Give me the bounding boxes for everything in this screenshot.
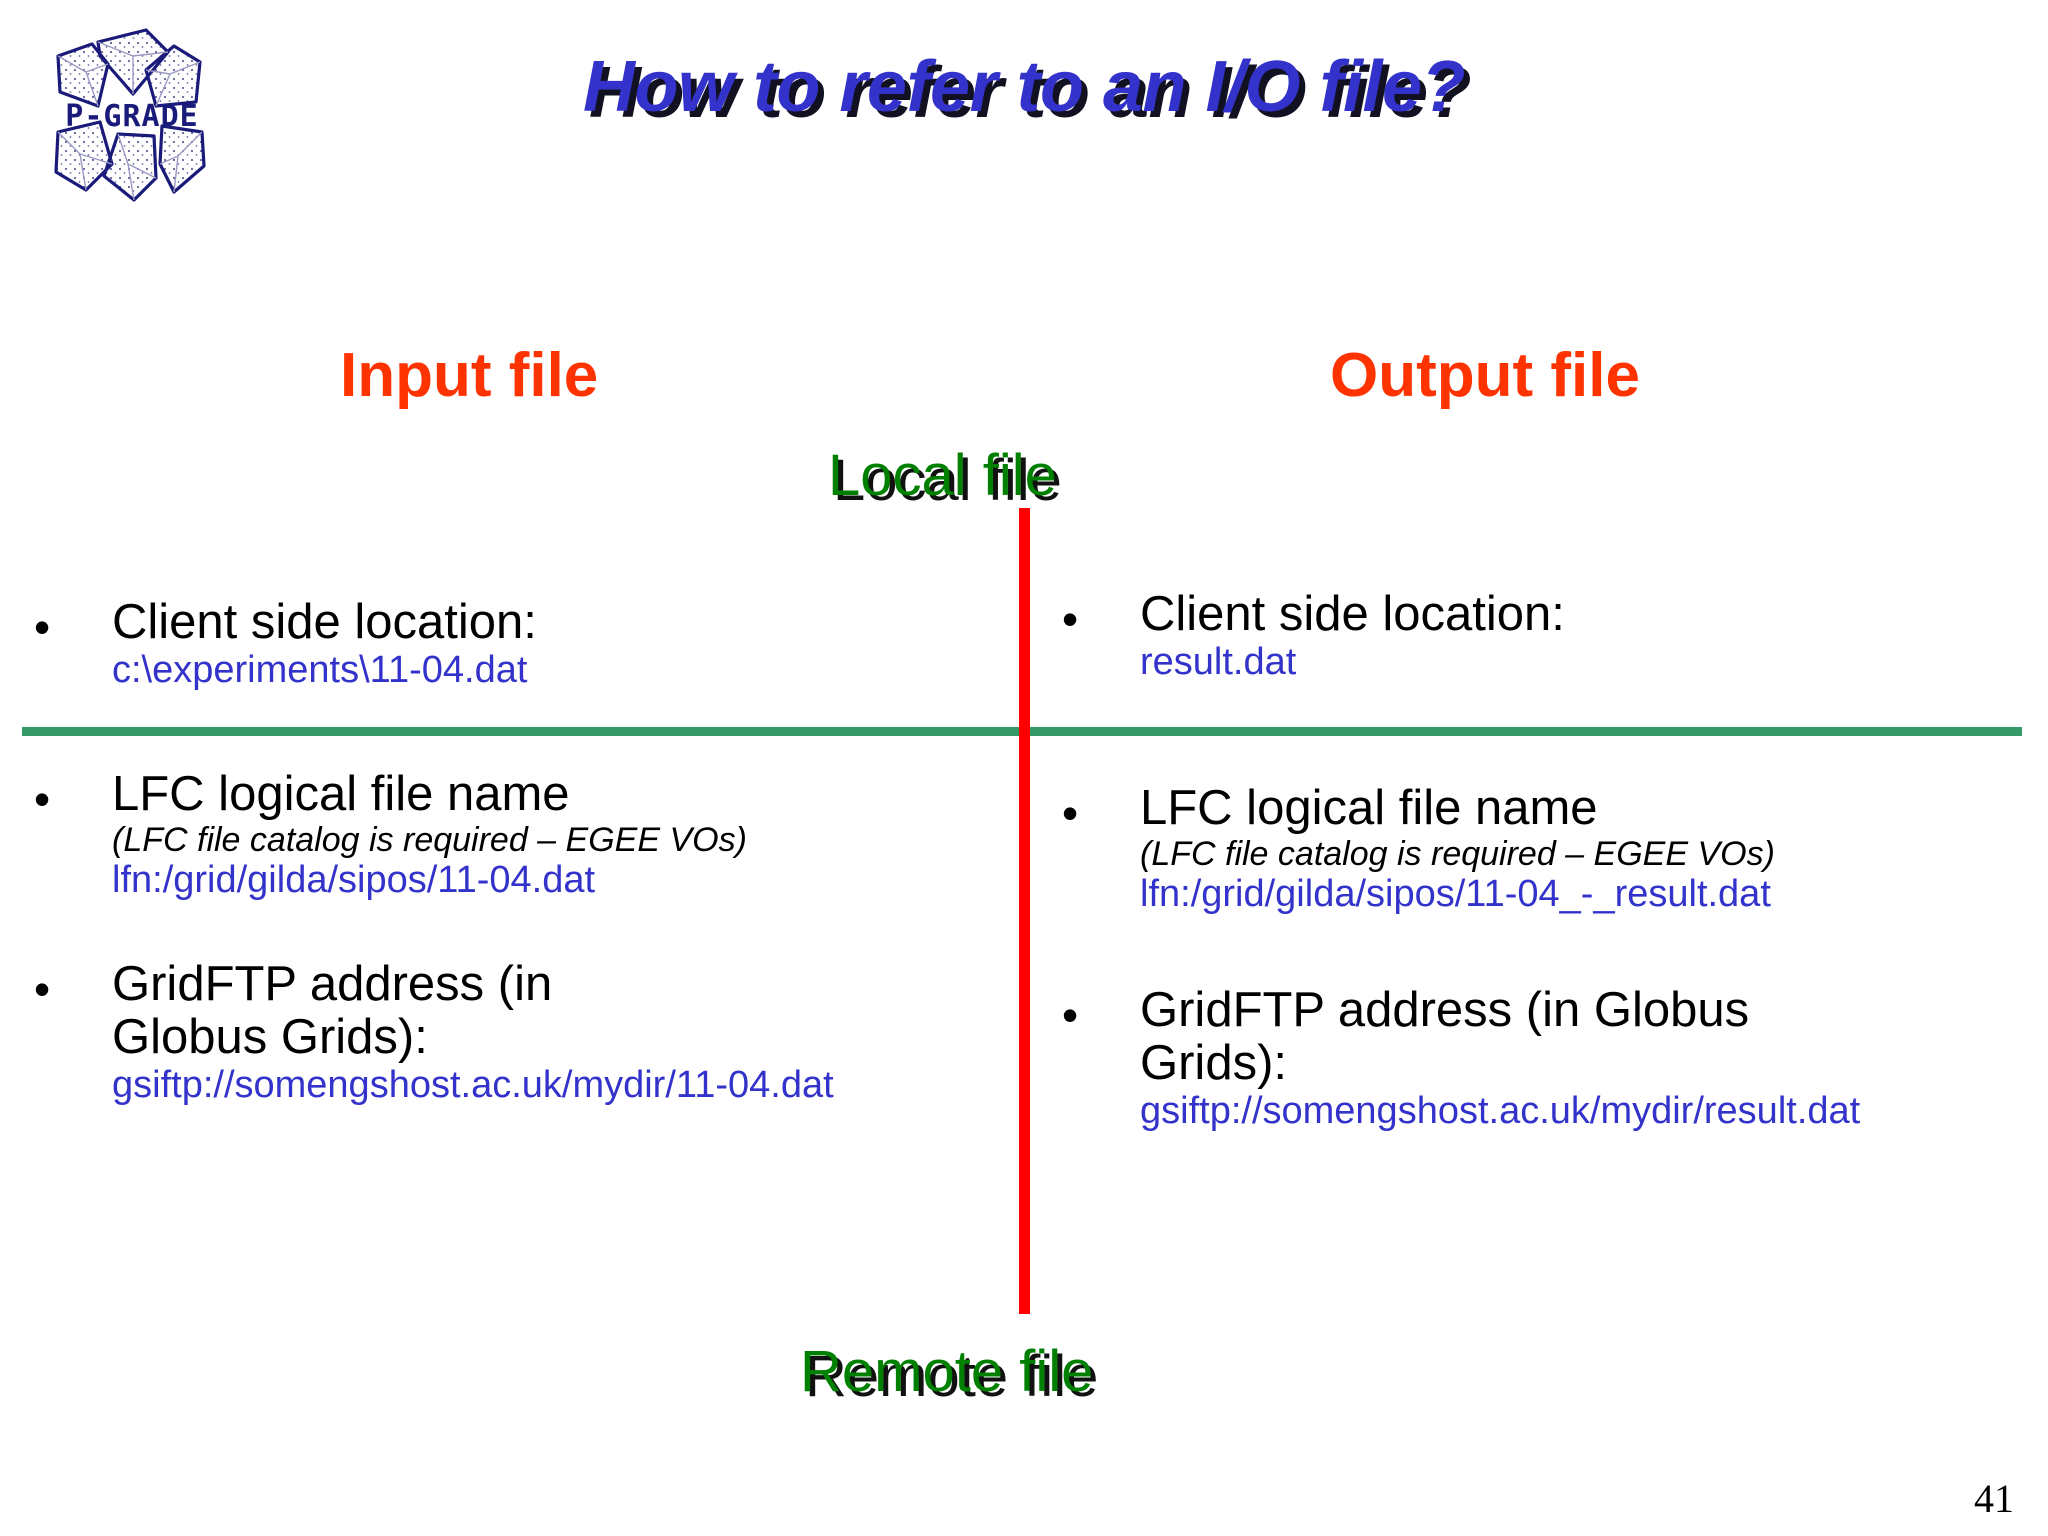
divider-vertical-input-output xyxy=(1019,508,1030,1314)
zone-label-remote-file: Remote file xyxy=(800,1339,1094,1404)
bullet-path: c:\experiments\11-04.dat xyxy=(112,648,528,691)
slide-number: 41 xyxy=(1974,1476,2014,1521)
bullet-note: (LFC file catalog is required – EGEE VOs… xyxy=(112,820,747,859)
bullet-title: GridFTP address (in Globus Grids): xyxy=(112,957,553,1064)
pgrade-logo-wordmark: P-GRADE xyxy=(65,99,198,134)
bullet-path: gsiftp://somengshost.ac.uk/mydir/result.… xyxy=(1140,1089,1861,1132)
list-item: • GridFTP address (in Globus Grids): gsi… xyxy=(1062,984,2042,1132)
bullet-path: gsiftp://somengshost.ac.uk/mydir/11-04.d… xyxy=(112,1063,834,1106)
page-title: How to refer to an I/O file? xyxy=(582,47,1466,127)
bullet-title: LFC logical file name xyxy=(1140,781,1598,835)
bullet-title: Client side location: xyxy=(1140,587,1565,641)
list-item: • Client side location: c:\experiments\1… xyxy=(34,596,774,691)
bullet-title: GridFTP address (in Globus Grids): xyxy=(1140,983,1750,1090)
column-heading-output-file: Output file xyxy=(1330,341,1640,410)
bullet-dot-icon: • xyxy=(34,963,51,1015)
bullet-dot-icon: • xyxy=(1062,593,1079,645)
bullet-dot-icon: • xyxy=(1062,787,1079,839)
bullet-path: lfn:/grid/gilda/sipos/11-04_-_result.dat xyxy=(1140,872,1771,915)
pgrade-logo-icon: P-GRADE xyxy=(54,28,206,202)
list-item: • GridFTP address (in Globus Grids): gsi… xyxy=(34,958,934,1106)
column-heading-input-file: Input file xyxy=(340,341,599,410)
list-item: • LFC logical file name (LFC file catalo… xyxy=(1062,782,2042,916)
bullet-note: (LFC file catalog is required – EGEE VOs… xyxy=(1140,834,1775,873)
list-item: • Client side location: result.dat xyxy=(1062,588,1802,683)
bullet-dot-icon: • xyxy=(34,601,51,653)
bullet-dot-icon: • xyxy=(34,773,51,825)
bullet-path: lfn:/grid/gilda/sipos/11-04.dat xyxy=(112,858,596,901)
list-item: • LFC logical file name (LFC file catalo… xyxy=(34,768,934,902)
bullet-dot-icon: • xyxy=(1062,989,1079,1041)
zone-label-local-file: Local file xyxy=(828,443,1057,508)
bullet-title: Client side location: xyxy=(112,595,537,649)
bullet-title: LFC logical file name xyxy=(112,767,570,821)
pgrade-logo: P-GRADE xyxy=(28,14,238,214)
bullet-path: result.dat xyxy=(1140,640,1297,683)
